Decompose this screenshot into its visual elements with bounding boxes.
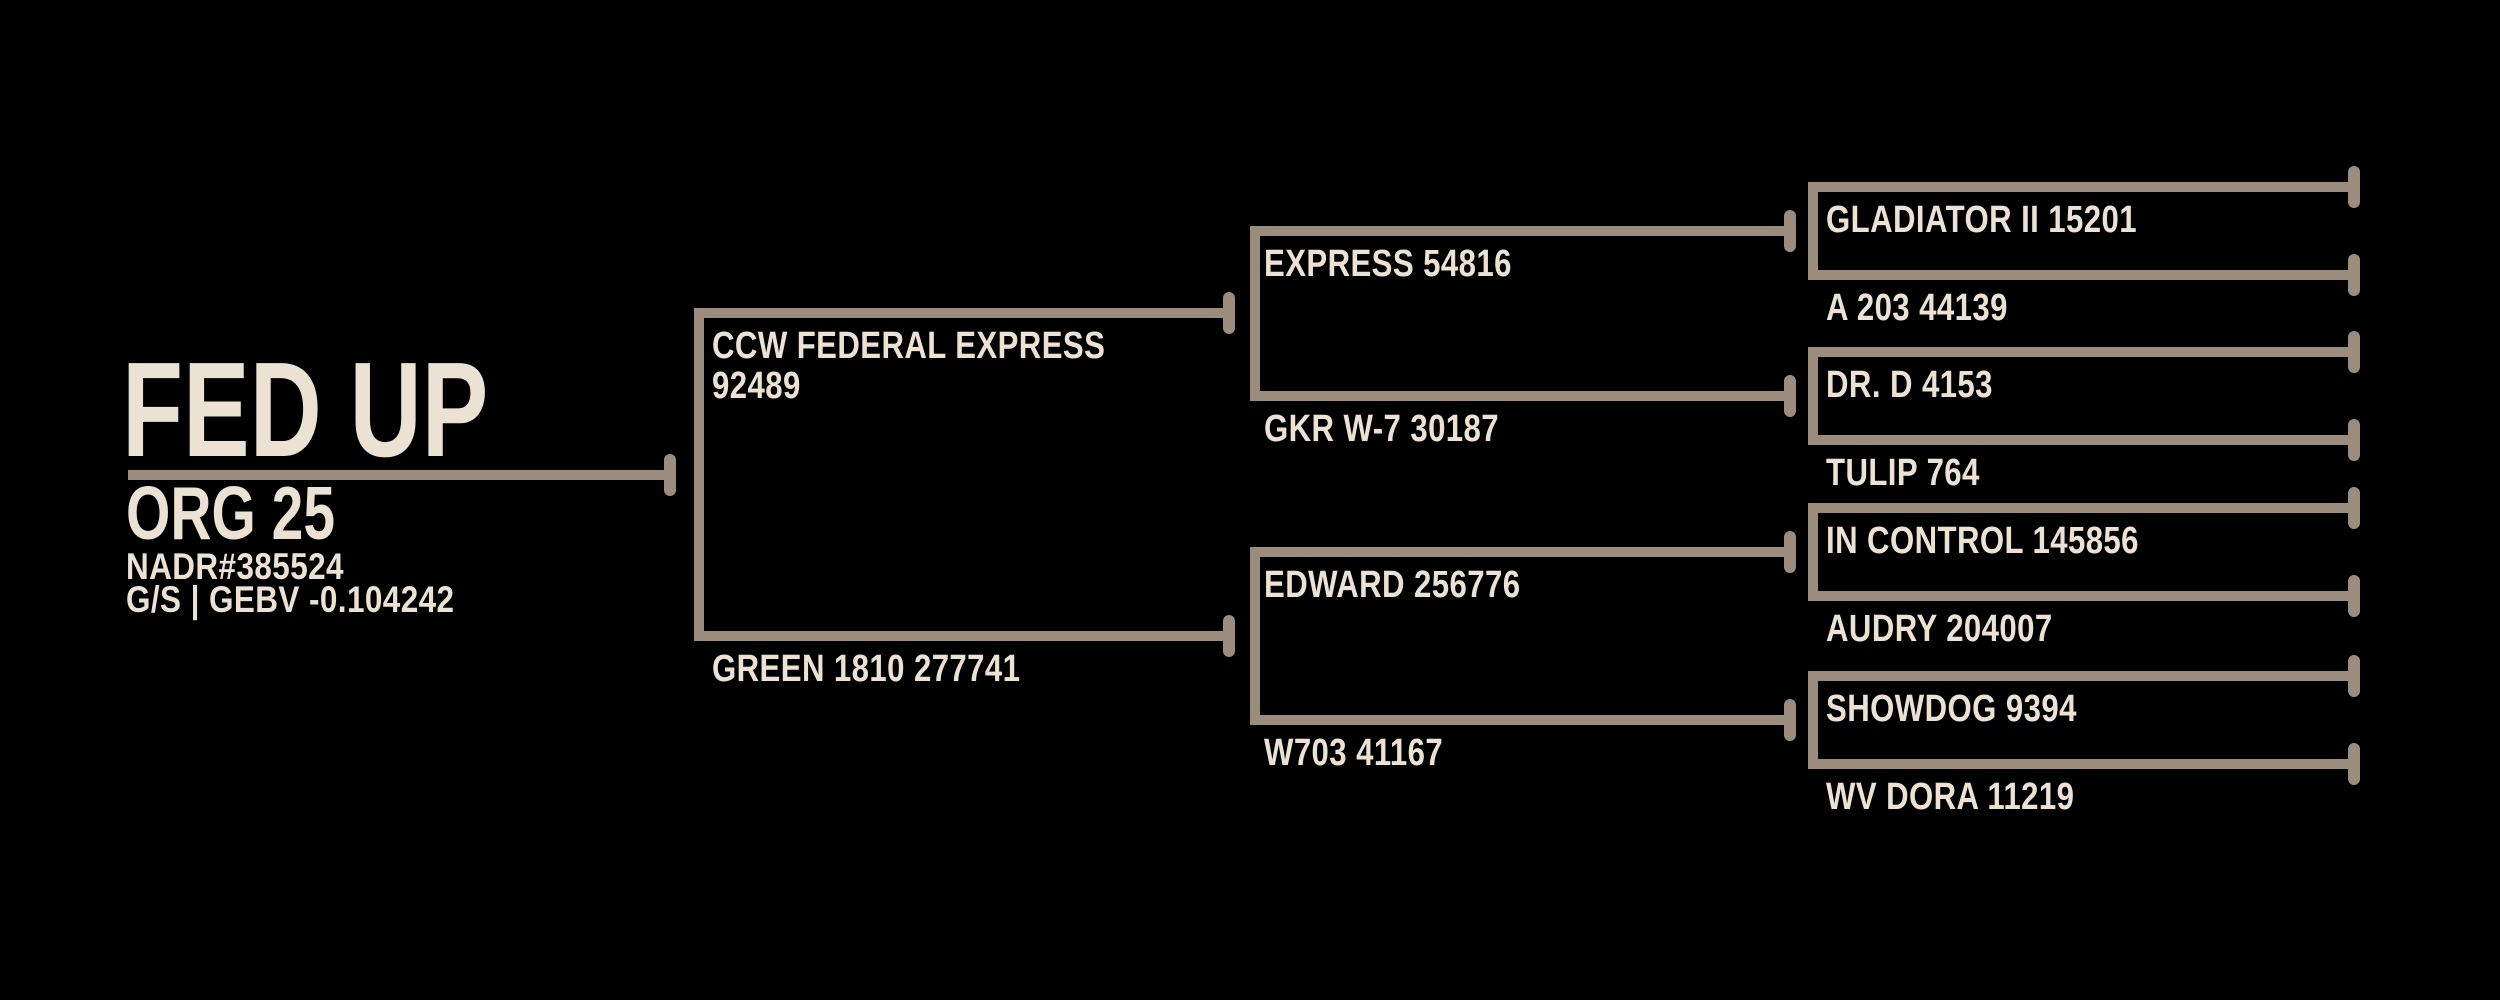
- node-label-sire-line1: CCW FEDERAL EXPRESS: [712, 325, 1106, 367]
- gen3-sire-sire-dam-endcap: [2348, 254, 2360, 296]
- gen1-bracket-vertical: [694, 308, 704, 641]
- gen3-dam-sire-dam-line: [1808, 591, 2350, 601]
- node-label-sire-sire-sire: GLADIATOR II 15201: [1826, 199, 2137, 241]
- gen2-sire-sire-line: [1250, 226, 1784, 236]
- node-label-dam-sire: EDWARD 256776: [1264, 564, 1521, 606]
- subject-name: FED UP: [122, 334, 489, 485]
- node-label-dam-sire-dam: AUDRY 204007: [1826, 608, 2053, 650]
- gen3-dam-dam-sire-line: [1808, 671, 2350, 681]
- node-label-sire-sire: EXPRESS 54816: [1264, 243, 1512, 285]
- gen3-dam-dam-dam-line: [1808, 759, 2350, 769]
- node-label-sire-line2: 92489: [712, 365, 801, 407]
- gen3-sire-dam-sire-line: [1808, 347, 2350, 357]
- subject-subtitle: ORG 25: [126, 471, 336, 555]
- gen3-bracket2-vertical: [1808, 347, 1818, 445]
- gen2-dam-dam-endcap: [1784, 699, 1796, 741]
- gen3-sire-dam-sire-endcap: [2348, 331, 2360, 373]
- gen2-sire-sire-endcap: [1784, 210, 1796, 252]
- node-label-sire-dam-dam: TULIP 764: [1826, 452, 1980, 494]
- subject-connector-endcap: [664, 454, 676, 496]
- gen3-bracket1-vertical: [1808, 182, 1818, 280]
- node-label-dam-sire-sire: IN CONTROL 145856: [1826, 520, 2139, 562]
- gen3-sire-sire-dam-line: [1808, 270, 2350, 280]
- gen3-dam-sire-sire-line: [1808, 503, 2350, 513]
- gen3-dam-sire-sire-endcap: [2348, 487, 2360, 529]
- gen3-sire-sire-sire-endcap: [2348, 166, 2360, 208]
- gen2-sire-bracket-vertical: [1250, 226, 1260, 401]
- gen3-bracket3-vertical: [1808, 503, 1818, 601]
- gen3-dam-dam-dam-endcap: [2348, 743, 2360, 785]
- gen2-sire-dam-endcap: [1784, 375, 1796, 417]
- gen3-bracket4-vertical: [1808, 671, 1818, 769]
- node-label-dam-dam-sire: SHOWDOG 9394: [1826, 688, 2077, 730]
- gen1-sire-endcap: [1223, 292, 1235, 334]
- node-label-dam: GREEN 1810 277741: [712, 648, 1021, 690]
- gen2-sire-dam-line: [1250, 391, 1784, 401]
- gen3-sire-sire-sire-line: [1808, 182, 2350, 192]
- gen2-dam-sire-line: [1250, 547, 1784, 557]
- gen2-dam-sire-endcap: [1784, 531, 1796, 573]
- node-label-sire-dam: GKR W-7 30187: [1264, 408, 1500, 450]
- subject-genetic-info: G/S | GEBV -0.104242: [126, 579, 455, 620]
- gen2-dam-bracket-vertical: [1250, 547, 1260, 725]
- gen1-sire-line: [694, 308, 1223, 318]
- gen1-dam-line: [694, 631, 1223, 641]
- gen3-dam-dam-sire-endcap: [2348, 655, 2360, 697]
- node-label-dam-dam: W703 41167: [1264, 732, 1444, 774]
- gen1-dam-endcap: [1223, 615, 1235, 657]
- node-label-dam-dam-dam: WV DORA 11219: [1826, 776, 2075, 818]
- gen2-dam-dam-line: [1250, 715, 1784, 725]
- gen3-dam-sire-dam-endcap: [2348, 575, 2360, 617]
- subject-connector-line: [128, 470, 664, 480]
- subject-registration: NADR#385524: [126, 546, 344, 587]
- node-label-sire-dam-sire: DR. D 4153: [1826, 364, 1993, 406]
- node-label-sire-sire-dam: A 203 44139: [1826, 287, 2008, 329]
- gen3-sire-dam-dam-endcap: [2348, 419, 2360, 461]
- gen3-sire-dam-dam-line: [1808, 435, 2350, 445]
